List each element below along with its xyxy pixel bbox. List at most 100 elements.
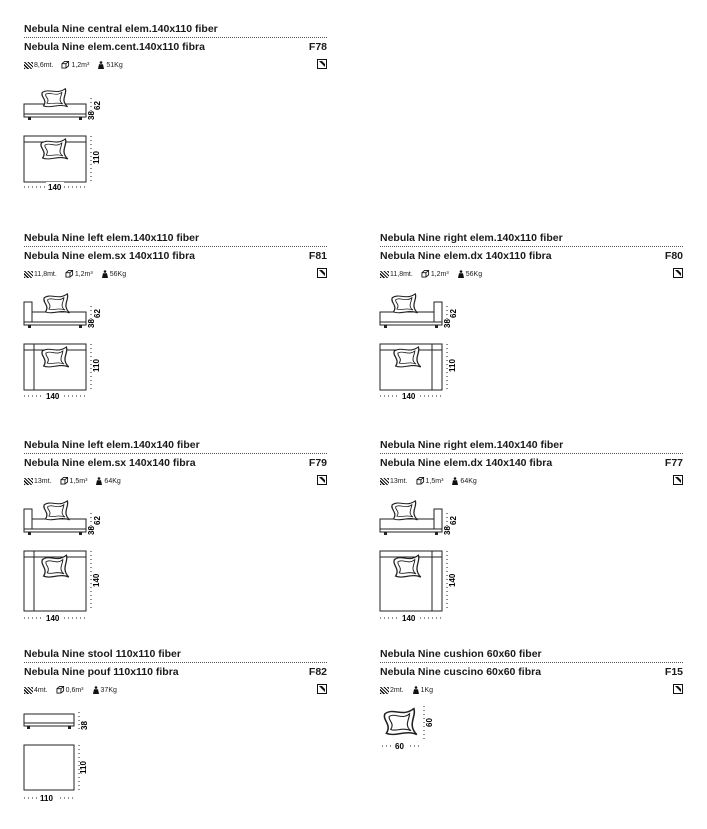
- width-label: 140: [46, 614, 60, 623]
- volume-icon: [60, 477, 68, 485]
- product-block: Nebula Nine right elem.140x110 fiber Neb…: [380, 231, 683, 281]
- item-drawing: 62 38 110 140: [23, 88, 102, 192]
- fabric-icon: [24, 686, 33, 694]
- total-height-label: 62: [93, 309, 102, 318]
- product-block: Nebula Nine stool 110x110 fiber Nebula N…: [24, 647, 327, 697]
- weight: 56Kg: [465, 270, 483, 278]
- side-height-label: 38: [80, 721, 89, 730]
- specs: 8,6mt. 1,2m³ 51Kg: [24, 58, 327, 72]
- title-en: Nebula Nine right elem.140x110 fiber: [380, 232, 563, 244]
- fabric-amount: 13mt.: [390, 477, 408, 485]
- weight-icon: [96, 477, 103, 485]
- title-en: Nebula Nine stool 110x110 fiber: [24, 648, 181, 660]
- fabric-icon: [380, 686, 389, 694]
- product-code: F77: [664, 457, 683, 469]
- product-block: Nebula Nine cushion 60x60 fiber Nebula N…: [380, 647, 683, 697]
- side-height-label: 38: [87, 111, 96, 120]
- washing-care-icon: [673, 475, 683, 485]
- cushion-view: [383, 707, 418, 736]
- volume-icon: [56, 686, 64, 694]
- side-height-label: 38: [87, 526, 96, 535]
- depth-label: 110: [448, 359, 457, 372]
- specs: 11,8mt. 1,2m³ 56Kg: [24, 267, 327, 281]
- product-code: F80: [664, 250, 683, 262]
- item-drawing: 60 60: [382, 706, 434, 751]
- weight-icon: [412, 686, 419, 694]
- volume-icon: [421, 270, 429, 278]
- width-label: 140: [402, 614, 416, 623]
- title-en: Nebula Nine central elem.140x110 fiber: [24, 23, 218, 35]
- volume: 1,5m³: [69, 477, 88, 485]
- top-view: [379, 343, 443, 391]
- depth-label: 110: [79, 761, 88, 774]
- weight: 64Kg: [460, 477, 477, 485]
- item-drawing: 62 38 140 140: [23, 500, 102, 623]
- volume-icon: [416, 477, 424, 485]
- item-drawing: 62 38 110 140: [379, 293, 458, 401]
- depth-label: 110: [92, 151, 101, 164]
- total-height-label: 62: [449, 516, 458, 525]
- fabric-icon: [380, 270, 389, 278]
- weight: 56Kg: [109, 270, 127, 278]
- product-block: Nebula Nine left elem.140x110 fiber Nebu…: [24, 231, 327, 281]
- top-view: [23, 744, 75, 791]
- specs: 2mt. 1Kg: [380, 683, 683, 697]
- separator: [24, 37, 327, 38]
- product-code: F78: [308, 41, 327, 53]
- depth-label: 110: [92, 359, 101, 372]
- fabric-amount: 2mt.: [390, 686, 404, 694]
- weight: 37Kg: [100, 686, 117, 694]
- width-label: 110: [40, 794, 53, 803]
- top-view: [379, 550, 443, 612]
- fabric-amount: 13mt.: [34, 477, 52, 485]
- volume: 0,6m³: [65, 686, 84, 694]
- weight-icon: [98, 61, 105, 69]
- weight-icon: [92, 686, 99, 694]
- product-code: F15: [664, 666, 683, 678]
- fabric-icon: [24, 270, 33, 278]
- total-height-label: 62: [93, 516, 102, 525]
- volume: 1,5m³: [425, 477, 444, 485]
- side-height-label: 38: [87, 319, 96, 328]
- top-view: [23, 550, 87, 612]
- weight: 51Kg: [106, 61, 123, 69]
- product-block: Nebula Nine left elem.140x140 fiber Nebu…: [24, 438, 327, 488]
- separator: [380, 246, 683, 247]
- item-drawing: 62 38 110 140: [23, 293, 102, 401]
- separator: [380, 662, 683, 663]
- fabric-amount: 4mt.: [34, 686, 48, 694]
- fabric-amount: 11,8mt.: [390, 270, 413, 278]
- product-code: F79: [308, 457, 327, 469]
- depth-label: 140: [448, 573, 457, 587]
- specs: 4mt. 0,6m³ 37Kg: [24, 683, 327, 697]
- separator: [24, 246, 327, 247]
- specs: 13mt. 1,5m³ 64Kg: [24, 474, 327, 488]
- volume: 1,2m³: [74, 270, 93, 278]
- washing-care-icon: [317, 59, 327, 69]
- product-code: F82: [308, 666, 327, 678]
- volume-icon: [65, 270, 73, 278]
- washing-care-icon: [673, 268, 683, 278]
- total-height-label: 62: [93, 101, 102, 110]
- separator: [24, 453, 327, 454]
- washing-care-icon: [317, 475, 327, 485]
- weight-icon: [457, 270, 464, 278]
- depth-label: 140: [92, 573, 101, 587]
- weight-icon: [452, 477, 459, 485]
- front-view: [23, 713, 75, 729]
- title-en: Nebula Nine cushion 60x60 fiber: [380, 648, 542, 660]
- width-label: 140: [46, 392, 60, 401]
- depth-label: 60: [425, 718, 434, 727]
- separator: [380, 453, 683, 454]
- width-label: 140: [402, 392, 416, 401]
- specs: 13mt. 1,5m³ 64Kg: [380, 474, 683, 488]
- specs: 11,8mt. 1,2m³ 56Kg: [380, 267, 683, 281]
- title-en: Nebula Nine right elem.140x140 fiber: [380, 439, 564, 451]
- product-block: Nebula Nine right elem.140x140 fiber Neb…: [380, 438, 683, 488]
- item-drawing: 38 110 110: [23, 712, 89, 803]
- top-view: [23, 343, 87, 391]
- weight: 64Kg: [104, 477, 121, 485]
